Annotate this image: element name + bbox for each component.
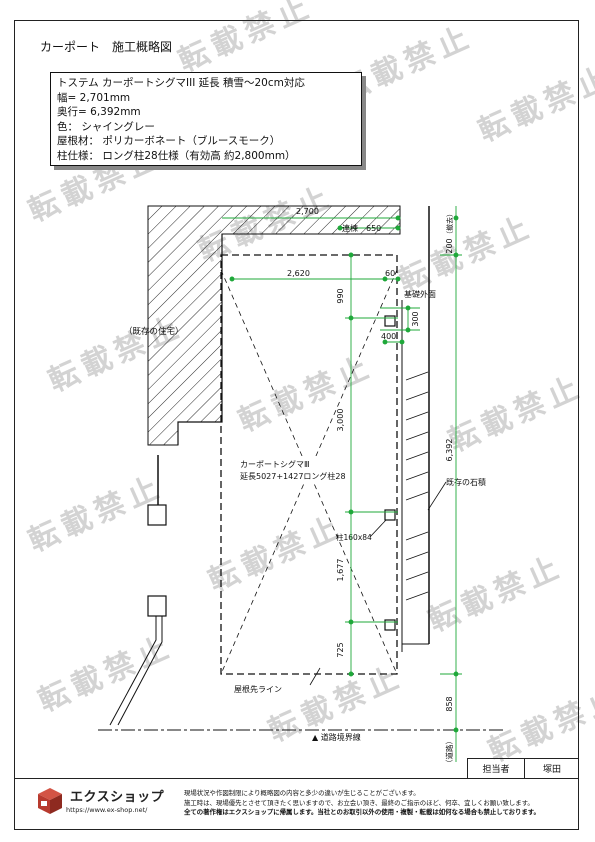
pillar-size-label: 柱160x84 bbox=[336, 532, 372, 542]
carport-roof-outline bbox=[220, 254, 398, 675]
document-title: カーポート 施工概略図 bbox=[40, 40, 173, 54]
pillar-bottom bbox=[384, 619, 396, 631]
staff-name: 塚田 bbox=[542, 765, 561, 775]
dim-200-suffix: （撤去） bbox=[445, 210, 454, 238]
footer-divider bbox=[14, 778, 579, 779]
company-logo: エクスショップ https://www.ex-shop.net/ bbox=[36, 786, 176, 820]
note-line-2: 施工時は、現場優先とさせて頂きたく思いますので、お立会い頂き、最終のご指示のほど… bbox=[184, 798, 534, 807]
left-box-2 bbox=[147, 595, 167, 617]
product-label-line1: カーポートシグマⅢ bbox=[240, 459, 310, 469]
dim-3000: 3,000 bbox=[336, 409, 345, 432]
dim-60: 60 bbox=[385, 269, 395, 278]
staff-box: 担当者 塚田 bbox=[467, 758, 579, 778]
product-label-box bbox=[237, 456, 369, 482]
spec-roof: 屋根材： ポリカーボネート（ブルースモーク） bbox=[57, 135, 281, 147]
dim-990: 990 bbox=[336, 288, 345, 303]
left-box-1 bbox=[147, 504, 167, 526]
stone-wall-hatch bbox=[405, 371, 429, 601]
note-line-1: 現場状況や作図制限により概略図の内容と多少の違いが生じることがございます。 bbox=[184, 789, 420, 797]
left-path bbox=[109, 616, 163, 726]
spec-product: トステム カーポートシグマIII 延長 積雪～20cm対応 bbox=[57, 77, 305, 89]
dim-725: 725 bbox=[336, 642, 345, 657]
spec-depth: 奥行= 6,392mm bbox=[57, 106, 141, 118]
logo-box-icon bbox=[38, 788, 62, 814]
road-boundary-label: ▲ 道路境界線 bbox=[312, 732, 361, 742]
dim-6392: 6,392 bbox=[445, 439, 454, 462]
pillar-top bbox=[384, 315, 396, 327]
dim-2700: 2,700 bbox=[296, 207, 319, 216]
drawing-frame bbox=[14, 20, 579, 830]
dimension-labels: 2,700 連棟 650 2,620 60 990 300 400 3,000 … bbox=[287, 207, 454, 767]
logo-url: https://www.ex-shop.net/ bbox=[66, 806, 148, 814]
dim-300: 300 bbox=[411, 311, 420, 326]
existing-house-label: （既存の住宅） bbox=[124, 326, 184, 337]
product-label-line2: 延長5027+1427ロング柱28 bbox=[240, 471, 346, 481]
stone-wall-leader bbox=[427, 481, 447, 511]
spec-color: 色： シャイングレー bbox=[57, 120, 155, 133]
dim-1677: 1,677 bbox=[336, 559, 345, 582]
dim-400: 400 bbox=[381, 332, 396, 341]
specification-box: トステム カーポートシグマIII 延長 積雪～20cm対応 幅= 2,701mm… bbox=[50, 72, 362, 166]
footer-notes: 現場状況や作図制限により概略図の内容と多少の違いが生じることがございます。 施工… bbox=[184, 789, 540, 818]
staff-label: 担当者 bbox=[468, 759, 525, 778]
pillar-middle bbox=[384, 509, 396, 521]
spec-width: 幅= 2,701mm bbox=[57, 91, 131, 104]
pillar-size-leader bbox=[369, 519, 387, 538]
road-label: （道路） bbox=[444, 737, 454, 767]
dim-200: 200 bbox=[445, 238, 454, 253]
drip-line-leader bbox=[309, 667, 321, 686]
label-rentou: 連棟 bbox=[342, 223, 358, 233]
foundation-label: 基礎外面 bbox=[404, 289, 436, 299]
dim-2620: 2,620 bbox=[287, 269, 310, 278]
dim-858: 858 bbox=[445, 696, 454, 711]
existing-house bbox=[147, 205, 401, 446]
dim-650: 650 bbox=[366, 224, 381, 233]
logo-name: エクスショップ bbox=[70, 790, 165, 805]
dimension-lines bbox=[222, 206, 462, 762]
stone-wall-label: 既存の石積 bbox=[446, 477, 486, 487]
drip-line-label: 屋根先ライン bbox=[234, 684, 282, 694]
spec-pillar: 柱仕様： ロング柱28仕様（有効高 約2,800mm） bbox=[57, 149, 296, 162]
note-line-3: 全ての著作権はエクスショップに帰属します。当社とのお取引以外の使用・複製・転載は… bbox=[184, 808, 540, 816]
existing-house-inner bbox=[177, 234, 223, 445]
